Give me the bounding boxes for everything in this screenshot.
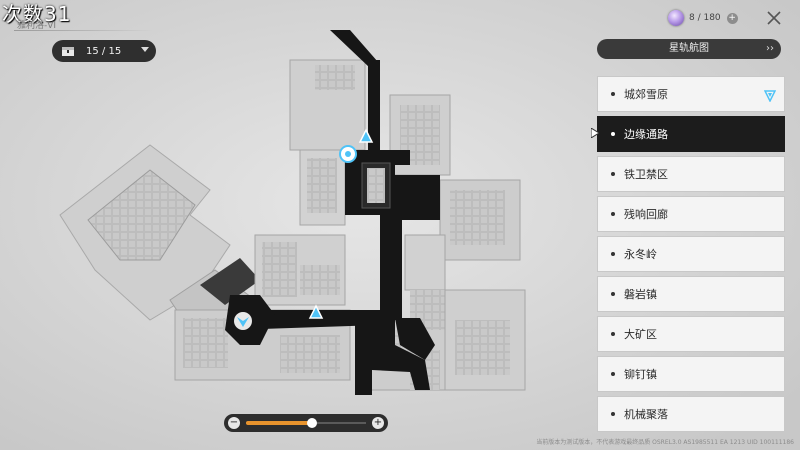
location-label: 边缘通路: [624, 128, 668, 141]
location-label: 铁卫禁区: [624, 168, 668, 181]
space-anchor-icon[interactable]: [358, 128, 374, 143]
chevron-down-icon: [141, 47, 149, 52]
bullet-icon: [611, 332, 615, 336]
location-item[interactable]: 城郊雪原: [597, 76, 785, 112]
bullet-icon: [611, 412, 615, 416]
space-anchor-icon[interactable]: [308, 304, 324, 319]
build-info: 当前版本为测试版本，不代表游戏最终品质 OSREL3.0 AS1985511 E…: [536, 439, 794, 446]
add-stamina-button[interactable]: +: [726, 12, 738, 24]
zoom-in-button[interactable]: +: [372, 417, 384, 429]
location-label: 大矿区: [624, 328, 657, 341]
bullet-icon: [611, 212, 615, 216]
location-item[interactable]: 永冬岭: [597, 236, 785, 272]
star-rail-map-button[interactable]: 星轨航图 ››: [597, 39, 781, 59]
bullet-icon: [611, 172, 615, 176]
chest-icon: [62, 46, 74, 56]
location-item[interactable]: 铆钉镇: [597, 356, 785, 392]
nav-header-label: 星轨航图: [669, 43, 709, 54]
chest-filter-dropdown[interactable]: 15 / 15: [52, 40, 156, 62]
map-west-wing: [59, 144, 260, 331]
location-label: 城郊雪原: [624, 88, 668, 101]
stamina-orb-icon: [668, 10, 684, 26]
location-label: 永冬岭: [624, 248, 657, 261]
map-central-blocks: [254, 59, 526, 391]
world-name: 雅利洛-VI: [17, 21, 57, 31]
location-item[interactable]: 边缘通路: [597, 116, 785, 152]
location-label: 残响回廊: [624, 208, 668, 221]
bullet-icon: [611, 372, 615, 376]
bullet-icon: [611, 292, 615, 296]
location-label: 机械聚落: [624, 408, 668, 421]
location-pin-icon[interactable]: [234, 312, 252, 330]
close-icon[interactable]: [765, 9, 783, 27]
bullet-icon: [611, 252, 615, 256]
world-name-underline: [14, 30, 154, 31]
selection-pointer-icon: [591, 128, 599, 138]
location-item[interactable]: 机械聚落: [597, 396, 785, 432]
zoom-out-button[interactable]: −: [228, 417, 240, 429]
zoom-fill: [246, 421, 312, 425]
teleport-anchor-icon[interactable]: [339, 145, 357, 163]
map-marker-icon: [764, 90, 776, 102]
location-item[interactable]: 磐岩镇: [597, 276, 785, 312]
bullet-icon: [611, 92, 615, 96]
stamina-value: 8 / 180: [689, 13, 721, 23]
bullet-icon: [611, 132, 615, 136]
location-list: 城郊雪原边缘通路铁卫禁区残响回廊永冬岭磐岩镇大矿区铆钉镇机械聚落: [597, 76, 785, 436]
overlay-counter: 次数31: [2, 2, 72, 26]
location-label: 磐岩镇: [624, 288, 657, 301]
chevron-right-icon: ››: [766, 43, 774, 54]
location-label: 铆钉镇: [624, 368, 657, 381]
chest-count: 15 / 15: [86, 45, 122, 57]
zoom-knob[interactable]: [307, 418, 317, 428]
stamina-display: 8 / 180 +: [668, 9, 742, 27]
zoom-slider[interactable]: − +: [224, 414, 388, 432]
location-item[interactable]: 铁卫禁区: [597, 156, 785, 192]
location-item[interactable]: 大矿区: [597, 316, 785, 352]
location-item[interactable]: 残响回廊: [597, 196, 785, 232]
